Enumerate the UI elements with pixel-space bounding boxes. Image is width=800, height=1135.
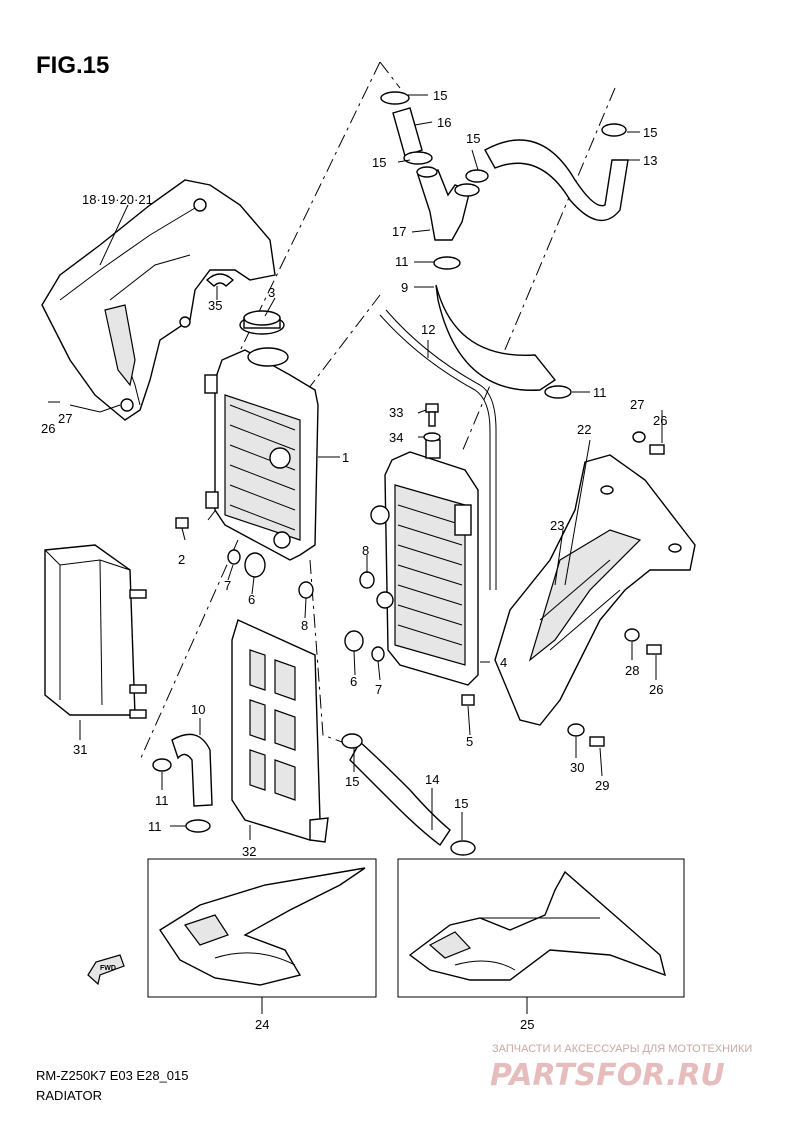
label-18-21: 18·19·20·21 [82, 192, 153, 207]
part-5-clip [461, 694, 475, 706]
label-15: 15 [454, 796, 468, 811]
label-11: 11 [593, 385, 607, 400]
part-7-collar-b [371, 646, 385, 662]
part-13-hose [484, 139, 629, 222]
label-26: 26 [41, 421, 55, 436]
part-22-radiator-shroud-right [494, 454, 696, 726]
fwd-arrow-icon: FWD [87, 954, 125, 986]
watermark-tagline: ЗАПЧАСТИ И АКСЕССУАРЫ ДЛЯ МОТОТЕХНИКИ [492, 1043, 752, 1055]
part-32-radiator-louver [231, 619, 329, 843]
label-15: 15 [372, 155, 386, 170]
hose-clamps [152, 91, 627, 856]
label-5: 5 [466, 734, 473, 749]
label-6: 6 [248, 592, 255, 607]
label-23: 23 [550, 518, 564, 533]
section-name: RADIATOR [36, 1088, 102, 1103]
label-25: 25 [520, 1017, 534, 1032]
part-33-bolt [425, 403, 439, 427]
model-code: RM-Z250K7 E03 E28_015 [36, 1068, 188, 1083]
label-16: 16 [437, 115, 451, 130]
part-35-clip [205, 273, 235, 287]
label-27: 27 [58, 411, 72, 426]
label-28: 28 [625, 663, 639, 678]
part-4-radiator-right [370, 439, 479, 686]
part-7-collar [227, 549, 241, 565]
part-9-hose [435, 284, 557, 391]
figure-title: FIG.15 [36, 52, 109, 79]
part-34-washer [423, 432, 441, 442]
part-22-23-bolts [567, 431, 665, 747]
label-34: 34 [389, 430, 403, 445]
part-2-clip [175, 517, 189, 529]
part-25-decal-right-panel [397, 858, 685, 998]
label-22: 22 [577, 422, 591, 437]
label-7: 7 [375, 682, 382, 697]
part-31-radiator-guard [44, 544, 147, 719]
part-number-labels: 15 16 15 15 15 13 17 11 9 12 11 18·19·20… [41, 88, 667, 1032]
label-12: 12 [421, 322, 435, 337]
radiator-shroud-upper [41, 179, 276, 421]
label-15: 15 [433, 88, 447, 103]
label-32: 32 [242, 844, 256, 859]
label-2: 2 [178, 552, 185, 567]
part-17-union-pipe [416, 166, 480, 241]
label-24: 24 [255, 1017, 269, 1032]
label-9: 9 [401, 280, 408, 295]
part-1-radiator-left [204, 347, 319, 561]
fwd-label: FWD [100, 965, 116, 972]
label-4: 4 [500, 655, 507, 670]
label-15: 15 [643, 125, 657, 140]
part-8-bolt [298, 581, 314, 599]
label-17: 17 [392, 224, 406, 239]
label-14: 14 [425, 772, 439, 787]
part-16-hose [392, 107, 423, 157]
label-7: 7 [224, 578, 231, 593]
label-3: 3 [268, 285, 275, 300]
label-8: 8 [362, 543, 369, 558]
label-6: 6 [350, 674, 357, 689]
label-11: 11 [155, 793, 169, 808]
part-6-grommet [244, 552, 266, 578]
part-3-radiator-cap [239, 310, 285, 335]
label-35: 35 [208, 298, 222, 313]
label-15: 15 [345, 774, 359, 789]
part-24-decal-left-panel [147, 858, 377, 998]
label-8: 8 [301, 618, 308, 633]
part-8-bolt-b [359, 571, 375, 589]
label-15: 15 [466, 131, 480, 146]
label-33: 33 [389, 405, 403, 420]
part-12-overflow-tube [379, 309, 497, 590]
label-13: 13 [643, 153, 657, 168]
label-31: 31 [73, 742, 87, 757]
part-14-hose [349, 740, 451, 847]
leader-lines [48, 94, 663, 1014]
watermark-brand: PARTSFOR.RU [490, 1058, 725, 1093]
label-29: 29 [595, 778, 609, 793]
part-6-grommet-b [344, 630, 364, 652]
label-10: 10 [191, 702, 205, 717]
label-1: 1 [342, 450, 349, 465]
label-26: 26 [649, 682, 663, 697]
label-30: 30 [570, 760, 584, 775]
label-26: 26 [653, 413, 667, 428]
label-27: 27 [630, 397, 644, 412]
label-11: 11 [395, 254, 409, 269]
label-11: 11 [148, 819, 162, 834]
part-10-hose [171, 733, 213, 807]
